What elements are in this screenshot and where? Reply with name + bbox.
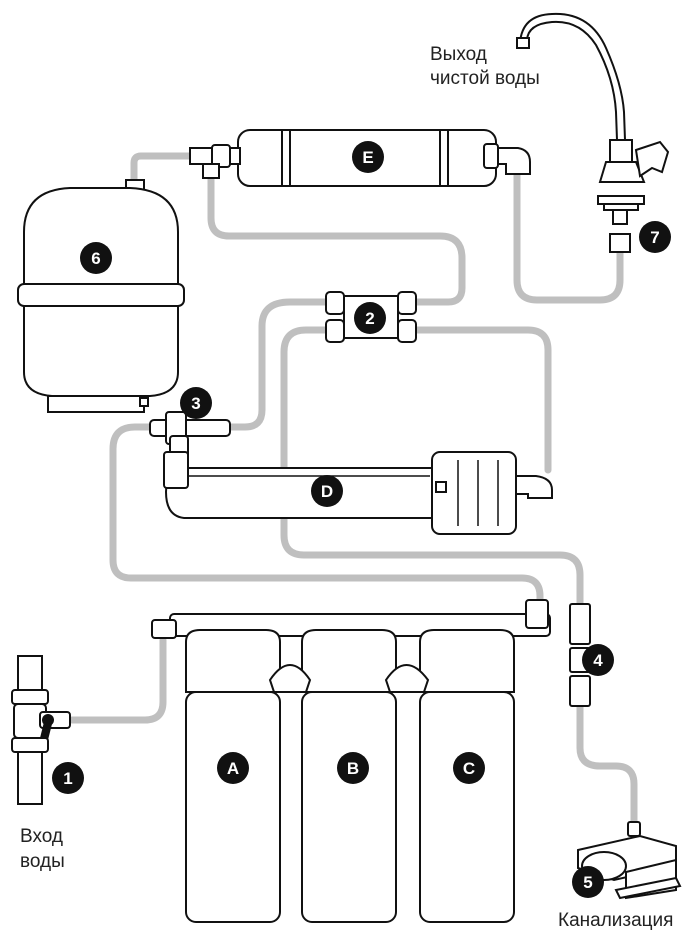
badge-6: 6 <box>80 242 112 274</box>
storage-tank <box>17 179 185 413</box>
badge-a-text: A <box>227 759 239 778</box>
pipe-prefilter-to-valve <box>109 423 544 608</box>
pipe-tee-to-flow-restrictor <box>207 171 466 306</box>
drain-saddle-clamp <box>577 821 682 900</box>
outlet-label-line1: Выход <box>430 44 487 65</box>
badge-4: 4 <box>582 644 614 676</box>
inlet-label-line1: Вход <box>20 826 63 847</box>
pipe-inlet-to-prefilter <box>68 636 167 724</box>
pipe-unit2-to-membrane <box>412 326 552 474</box>
badge-1: 1 <box>52 762 84 794</box>
pipe-postfilter-to-faucet <box>513 168 624 304</box>
badge-7-text: 7 <box>650 228 659 247</box>
badge-2-text: 2 <box>365 309 374 328</box>
inlet-valve <box>11 655 71 805</box>
pipe-unit2-to-drain <box>280 326 584 608</box>
pipe-valve-to-unit2 <box>226 298 330 431</box>
badge-3-text: 3 <box>191 394 200 413</box>
pipe-restrictor-to-drain <box>576 702 638 826</box>
badge-e: E <box>352 141 384 173</box>
badge-7: 7 <box>639 221 671 253</box>
badge-b: B <box>337 752 369 784</box>
badge-d-text: D <box>321 482 333 501</box>
drain-label: Канализация <box>558 910 673 931</box>
badge-2: 2 <box>354 302 386 334</box>
outlet-label-line2: чистой воды <box>430 68 540 89</box>
badge-1-text: 1 <box>63 769 72 788</box>
badge-3: 3 <box>180 387 212 419</box>
badge-a: A <box>217 752 249 784</box>
ro-membrane-housing <box>163 451 553 535</box>
badge-d: D <box>311 475 343 507</box>
badge-c: C <box>453 752 485 784</box>
inlet-label-line2: воды <box>20 851 65 872</box>
tubing <box>68 152 638 826</box>
badge-5-text: 5 <box>583 873 592 892</box>
badge-c-text: C <box>463 759 475 778</box>
badge-4-text: 4 <box>593 651 603 670</box>
badge-b-text: B <box>347 759 359 778</box>
prefilter-assembly <box>151 599 551 923</box>
badge-e-text: E <box>362 148 373 167</box>
shutoff-valve <box>149 411 231 459</box>
faucet <box>516 12 670 253</box>
badge-6-text: 6 <box>91 249 100 268</box>
badge-5: 5 <box>572 866 604 898</box>
pipe-tank-to-tee <box>130 152 196 186</box>
